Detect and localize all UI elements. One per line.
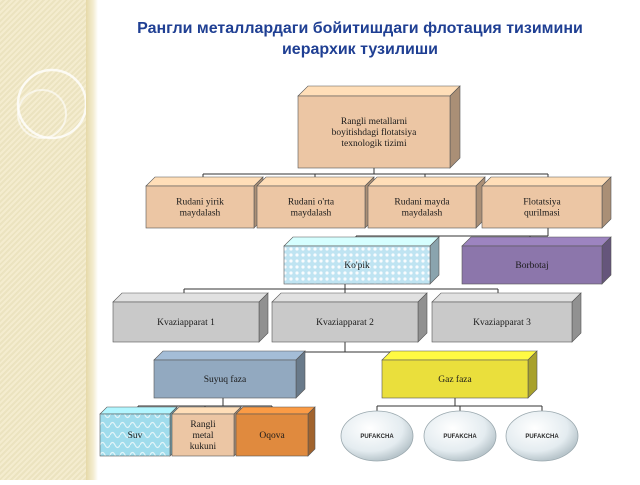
node-suv: Suv [99,406,178,457]
node-k3-side [571,292,582,343]
node-suv-face [99,413,171,457]
node-kopik-label-0: Ko'pik [344,261,370,271]
node-k1-face [112,301,260,343]
node-k3-top [431,292,582,303]
bubble-p1: PUFAKCHA [340,410,414,462]
node-l1c-top [367,176,486,187]
node-suyuq-face [153,359,297,399]
node-kopik-top [283,236,440,247]
bubble-p3: PUFAKCHA [505,410,579,462]
node-root-face [297,95,451,169]
node-l1d-face [481,185,603,229]
node-gaz-top [381,350,538,361]
node-l1c-label-1: maydalash [402,209,443,219]
node-l1c-face [367,185,477,229]
node-kukun-face [171,413,235,457]
node-k1-label-0: Kvaziapparat 1 [157,318,215,328]
node-root-side [449,85,461,169]
node-l1a-face [145,185,255,229]
bubble-p2-shape [423,410,497,462]
node-root-top [297,85,461,97]
node-borbotaj-face [461,245,603,285]
bubble-p2-label: PUFAKCHA [443,434,477,440]
node-k1: Kvaziapparat 1 [112,292,269,343]
node-root-label-1: boyitishdagi flotatsiya [332,127,417,138]
node-l1d-label-1: qurilmasi [524,209,560,219]
node-oqova-label-0: Oqova [259,431,285,441]
node-k2-label-0: Kvaziapparat 2 [316,318,374,328]
node-kopik: Ko'pik [283,236,440,285]
node-l1b-face [256,185,366,229]
node-l1c-label-0: Rudani mayda [394,198,450,208]
page-title: Рангли металлардаги бойитишдаги флотация… [137,20,583,58]
node-suyuq-top [153,350,306,361]
node-kukun-label-0: Rangli [190,420,216,430]
node-gaz-face [381,359,529,399]
node-l1b-top [256,176,375,187]
node-k2: Kvaziapparat 2 [271,292,428,343]
node-k2-face [271,301,419,343]
node-gaz-label-0: Gaz faza [438,374,472,385]
node-borbotaj-label-0: Borbotaj [515,261,548,271]
bubble-p2: PUFAKCHA [423,410,497,462]
node-l1d-side [601,176,612,229]
node-kopik-face [283,245,431,285]
node-l1b-label-0: Rudani o'rta [288,198,335,208]
node-l1b-label-1: maydalash [291,209,332,219]
node-root-label-2: texnologik tizimi [341,139,407,149]
node-suyuq: Suyuq faza [153,350,306,399]
node-oqova: Oqova [235,406,316,457]
node-kukun-label-1: metal [192,431,213,441]
sidebar-edge [86,0,98,480]
bubble-p3-label: PUFAKCHA [525,434,559,440]
node-l1d-top [481,176,612,187]
node-l1a-top [145,176,264,187]
node-k2-side [417,292,428,343]
node-l1d-label-0: Flotatsiya [523,198,561,208]
decorative-sidebar [0,0,98,480]
node-k1-side [258,292,269,343]
node-k3-face [431,301,573,343]
node-k3-label-0: Kvaziapparat 3 [473,318,531,328]
bubble-p3-shape [505,410,579,462]
bubble-p1-shape [340,410,414,462]
node-suv-top [99,406,178,415]
node-l1a-label-1: maydalash [180,209,221,219]
node-suv-label-0: Suv [128,431,143,441]
node-suyuq-label-0: Suyuq faza [204,374,247,385]
node-borbotaj-top [461,236,612,247]
node-k3: Kvaziapparat 3 [431,292,582,343]
node-k2-top [271,292,428,303]
node-oqova-face [235,413,309,457]
node-l1a-label-0: Rudani yirik [176,198,224,208]
node-oqova-top [235,406,316,415]
node-kukun-top [171,406,242,415]
node-oqova-side [307,406,316,457]
bubble-p1-label: PUFAKCHA [360,434,394,440]
node-borbotaj: Borbotaj [461,236,612,285]
node-kukun-label-2: kukuni [190,442,217,452]
node-gaz: Gaz faza [381,350,538,399]
node-k1-top [112,292,269,303]
node-root-label-0: Rangli metallarni [341,117,408,127]
